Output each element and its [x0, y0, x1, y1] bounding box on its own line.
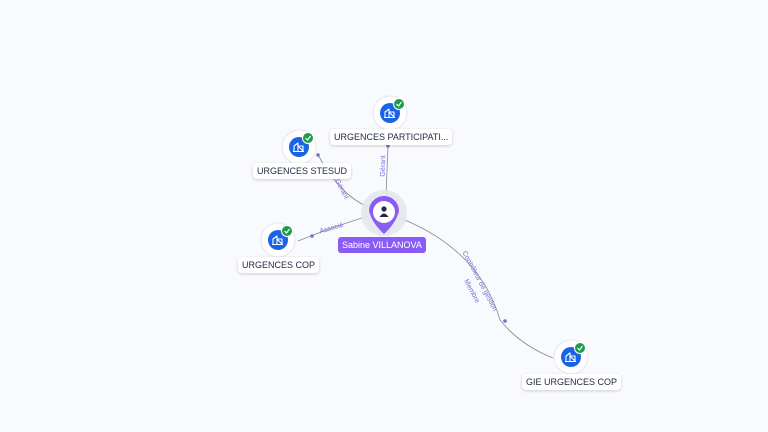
verified-badge-icon: [393, 98, 405, 110]
edge-arrow-participati: [386, 144, 390, 148]
edge-participati: [385, 145, 389, 196]
company-label-cop[interactable]: URGENCES COP: [238, 257, 320, 273]
edge-arrow-stesud: [316, 153, 320, 157]
person-icon: [379, 206, 389, 217]
verified-badge-icon: [281, 225, 293, 237]
company-label-participati[interactable]: URGENCES PARTICIPATI...: [330, 129, 453, 145]
edge-arrow-cop: [310, 234, 314, 238]
person-node[interactable]: [361, 190, 407, 236]
company-label-stesud[interactable]: URGENCES STESUD: [253, 163, 352, 179]
company-node-stesud[interactable]: [281, 129, 317, 165]
company-node-participati[interactable]: [372, 95, 408, 131]
edge-arrow-gie: [503, 319, 507, 323]
person-name-label[interactable]: Sabine VILLANOVA: [338, 237, 426, 253]
edge-label-participati: Gérant: [380, 155, 388, 177]
company-node-gie[interactable]: [553, 339, 589, 375]
edge-label-cop: Associé: [319, 222, 345, 236]
edge-label-stesud: Gérant: [333, 178, 349, 200]
edge-cop: [297, 215, 369, 242]
nodes-layer: [260, 95, 589, 375]
company-label-gie[interactable]: GIE URGENCES COP: [522, 374, 622, 390]
verified-badge-icon: [574, 342, 586, 354]
edge-gie: [399, 217, 554, 359]
verified-badge-icon: [302, 132, 314, 144]
company-node-cop[interactable]: [260, 222, 296, 258]
